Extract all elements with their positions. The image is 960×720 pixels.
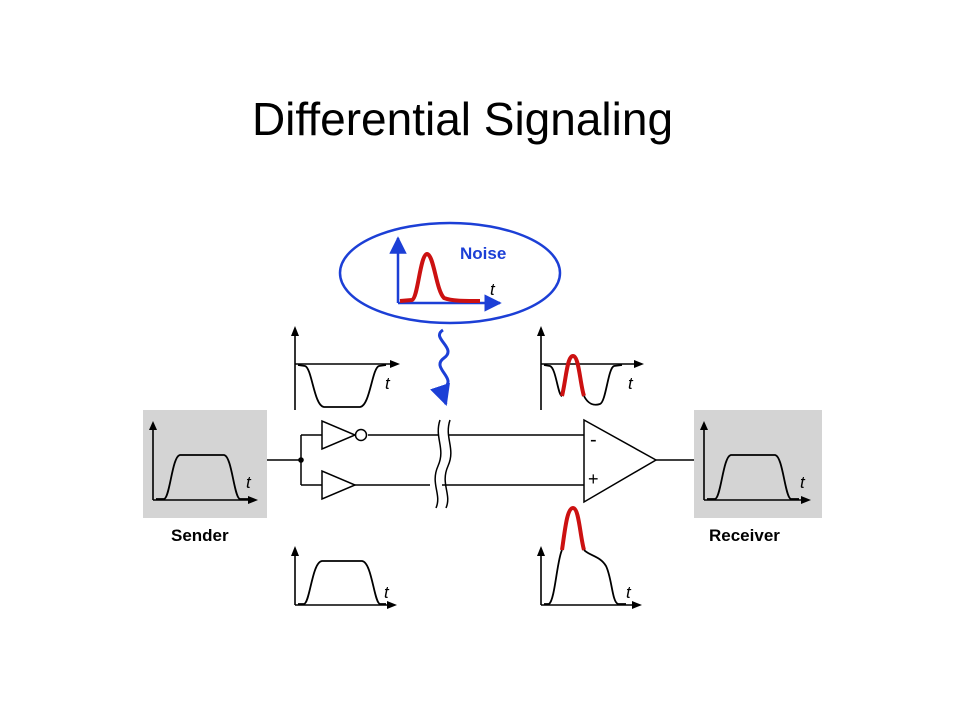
inverted-noisy-time-label: t — [628, 374, 634, 393]
normal-noisy-time-label: t — [626, 583, 632, 602]
noise-pulse — [399, 251, 481, 303]
buffer — [321, 469, 357, 501]
sender-box: t — [143, 410, 267, 518]
normal-noisy-waveform: t — [537, 505, 642, 609]
receiver-signal — [707, 454, 799, 500]
normal-time-label: t — [384, 583, 390, 602]
sender-label: Sender — [171, 526, 229, 545]
inverting-buffer — [321, 419, 368, 451]
differential-amplifier: - + — [583, 418, 658, 504]
inverted-line-waveform: t — [291, 326, 400, 410]
noise-label: Noise — [460, 244, 506, 263]
wiring — [267, 419, 694, 509]
normal-line-waveform: t — [291, 546, 397, 609]
receiver-label: Receiver — [709, 526, 780, 545]
inverted-time-label: t — [385, 374, 391, 393]
sender-time-label: t — [246, 473, 252, 492]
split-node — [298, 457, 304, 463]
noise-time-label: t — [490, 280, 496, 299]
receiver-time-label: t — [800, 473, 806, 492]
noise-coupling-arrow — [430, 328, 450, 406]
opamp-plus-sign: + — [588, 469, 599, 489]
opamp-minus-sign: - — [590, 429, 597, 451]
receiver-box: t — [694, 410, 822, 518]
noise-bubble: Noise t — [338, 221, 562, 325]
sender-signal — [156, 454, 248, 500]
slide-title: Differential Signaling — [251, 93, 674, 145]
inverted-noisy-waveform: t — [537, 326, 644, 410]
